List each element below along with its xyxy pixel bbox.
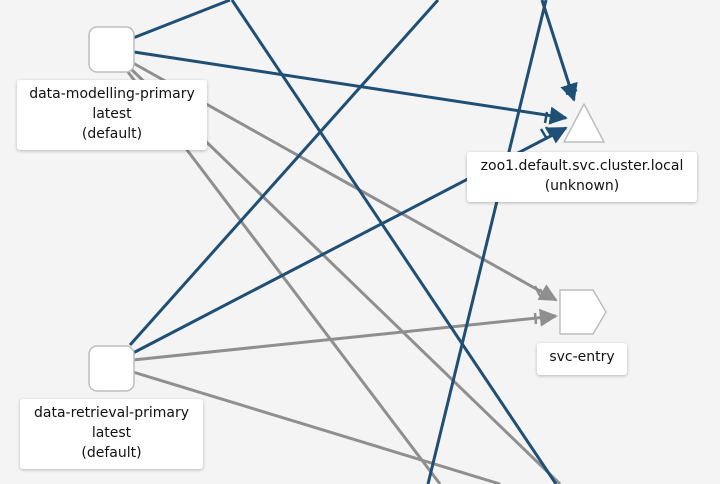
node-zoo1-triangle[interactable]: [563, 103, 605, 143]
edge-cross-top-to-bottom[interactable]: [230, 0, 558, 484]
edge-retrieval-offscreen-top[interactable]: [128, 0, 440, 346]
node-label-zoo1[interactable]: zoo1.default.svc.cluster.local (unknown): [467, 152, 697, 202]
edge-tick: [533, 312, 538, 325]
node-label-data-modelling-primary[interactable]: data-modelling-primary latest (default): [17, 80, 207, 150]
edge-bottom-to-top[interactable]: [426, 0, 548, 484]
node-data-modelling-primary[interactable]: [88, 26, 135, 73]
node-name: data-retrieval-primary: [34, 405, 189, 421]
node-version: latest: [91, 425, 132, 441]
edge-tick: [539, 311, 544, 324]
node-name: zoo1.default.svc.cluster.local: [480, 158, 684, 174]
edge-top-to-zoo1[interactable]: [540, 0, 578, 102]
edge-tick: [539, 128, 549, 140]
edge-modelling-to-zoo1[interactable]: [133, 50, 568, 125]
edge-modelling-offscreen-top[interactable]: [132, 0, 231, 40]
node-namespace: (unknown): [544, 178, 620, 194]
node-namespace: (default): [81, 126, 143, 142]
edge-tick: [565, 88, 578, 96]
edge-tick: [538, 288, 547, 300]
node-svc-entry-pentagon[interactable]: [559, 289, 607, 335]
edge-retrieval-offscreen[interactable]: [132, 370, 501, 484]
edge-tick: [563, 82, 576, 90]
node-namespace: (default): [81, 445, 142, 461]
node-data-retrieval-primary[interactable]: [88, 345, 135, 392]
node-label-svc-entry[interactable]: svc-entry: [537, 343, 627, 375]
node-label-data-retrieval-primary[interactable]: data-retrieval-primary latest (default): [20, 399, 203, 469]
node-version: latest: [92, 106, 132, 122]
edge-tick: [544, 126, 554, 138]
node-name: svc-entry: [549, 349, 615, 365]
edge-tick: [533, 285, 542, 297]
edge-retrieval-to-svc-entry[interactable]: [132, 308, 558, 362]
edge-tick: [543, 111, 549, 124]
edge-tick: [548, 112, 554, 125]
node-name: data-modelling-primary: [29, 86, 195, 102]
